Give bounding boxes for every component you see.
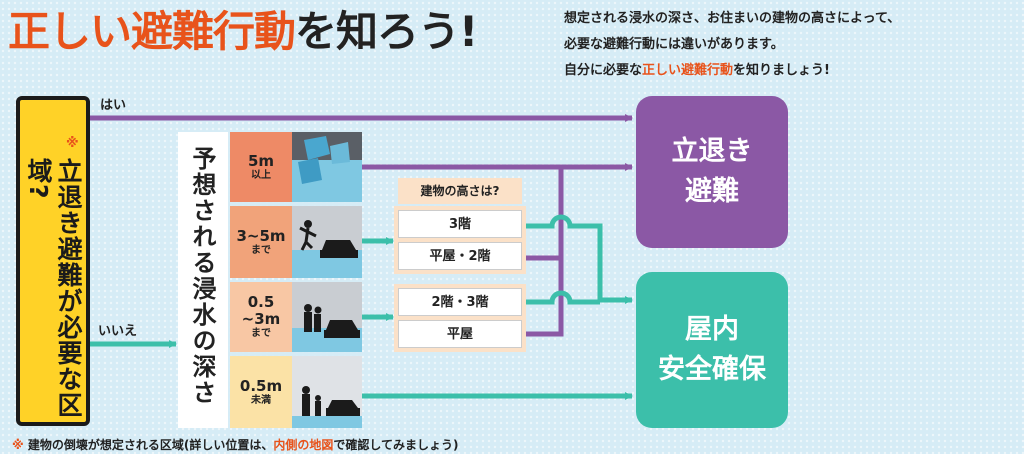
question-note-mark: ※ [66,136,79,151]
height-option-1f: 平屋 [398,320,522,348]
question-text: 立退き避難が必要な区域? [24,158,83,418]
depth-level-3-to-5m: 3~5m まで [230,206,292,278]
page-title: 正しい避難行動を知ろう! [8,6,478,58]
outcome-evacuate-line-2: 避難 [685,176,739,207]
single-storey-connector [526,258,564,337]
depth-level-0-5-to-3m: 0.5 ~3m まで [230,282,292,352]
depth-qualifier: 未満 [251,394,271,406]
building-height-question: 建物の高さは? [398,178,522,204]
outcome-shelter-in-place: 屋内 安全確保 [636,272,788,428]
height-option-1-2f: 平屋・2階 [398,242,522,270]
question-box: ※ 立退き避難が必要な区域? [16,96,90,426]
title-rest: を知ろう! [295,7,478,56]
one-storey-connector [526,167,564,261]
people-and-car-illustration [292,282,362,352]
yes-label: はい [100,98,127,113]
intro-line-3-after: を知りましょう! [733,63,830,78]
footnote: ※ 建物の倒壊が想定される区域(詳しい位置は、内側の地図で確認してみましょう) [12,436,459,453]
no-label: いいえ [98,324,138,339]
depth-qualifier: まで [251,328,271,339]
depth-level-under-0-5m: 0.5m 未満 [230,356,292,428]
depth-qualifier: まで [251,244,271,256]
intro-line-3-highlight: 正しい避難行動 [642,63,734,78]
depth-value: 5m [247,151,275,170]
footnote-highlight: 内側の地図 [273,438,334,452]
intro-line-2: 必要な避難行動には違いがあります。 [564,37,784,52]
depth-level-5m-or-more: 5m 以上 [230,132,292,202]
outcome-shelter-line-2: 安全確保 [658,354,766,385]
footnote-before: 建物の倒壊が想定される区域(詳しい位置は、 [27,438,274,452]
title-highlight: 正しい避難行動 [8,7,296,56]
height-option-3f: 3階 [398,210,522,238]
depth-title: 予想される浸水の深さ [188,146,216,406]
second-third-floor-connector [526,290,600,305]
depth-value: 0.5m [239,376,283,395]
person-on-roof-illustration [292,206,362,278]
depth-title-box: 予想される浸水の深さ [178,132,228,428]
flood-over-roof-illustration [292,132,362,202]
outcome-evacuate: 立退き 避難 [636,96,788,248]
family-and-car-illustration [292,356,362,428]
footnote-mark: ※ [12,438,24,452]
intro-line-3: 自分に必要な正しい避難行動を知りましょう! [564,62,830,80]
intro-line-3-before: 自分に必要な [564,63,643,78]
outcome-shelter-line-1: 屋内 [685,314,739,345]
intro-line-1: 想定される浸水の深さ、お住まいの建物の高さによって、 [564,11,901,26]
depth-value: 3~5m [236,226,286,245]
height-option-2-3f: 2階・3階 [398,288,522,316]
depth-value: 0.5 ~3m [241,293,281,328]
third-floor-connector [526,214,633,304]
outcome-evacuate-line-1: 立退き [671,136,753,167]
footnote-after: で確認してみましょう) [333,438,459,452]
depth-qualifier: 以上 [251,169,271,181]
